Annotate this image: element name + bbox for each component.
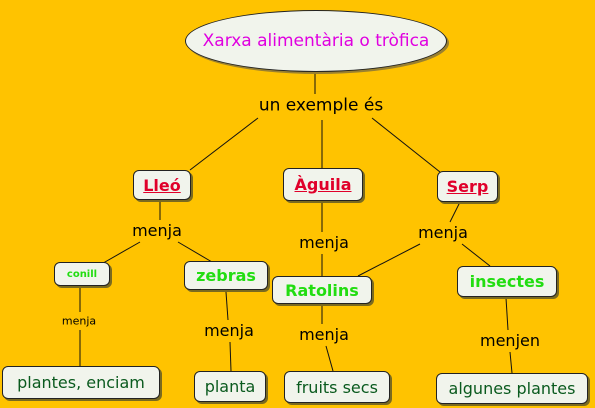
title-node[interactable]: Xarxa alimentària o tròfica [185, 10, 447, 72]
node-algunes-plantes[interactable]: algunes plantes [436, 373, 588, 404]
node-insectes[interactable]: insectes [457, 266, 557, 297]
link-label-ratolins-menja: menja [299, 325, 349, 344]
node-zebres[interactable]: zebras [184, 261, 268, 290]
node-fruits-secs[interactable]: fruits secs [284, 371, 390, 403]
node-ratolins-label: Ratolins [285, 280, 359, 300]
link-label-example: un exemple és [258, 95, 384, 116]
connector-line [229, 341, 232, 372]
node-conill-label: conill [66, 268, 98, 280]
node-zebres-label: zebras [196, 266, 256, 285]
node-conill[interactable]: conill [54, 262, 110, 286]
link-label-conill-menja: menja [61, 314, 97, 328]
connector-line [505, 297, 509, 331]
node-algunes-plantes-label: algunes plantes [448, 379, 576, 398]
connector-line [177, 241, 213, 263]
link-label-lleo-menja: menja [132, 221, 182, 240]
node-planta-label: planta [204, 377, 256, 396]
connector-line [325, 345, 334, 372]
node-aguila[interactable]: Àguila [283, 168, 363, 201]
node-lleo-label: Lleó [143, 175, 181, 195]
node-plantes-enciam[interactable]: plantes, enciam [2, 366, 160, 399]
link-label-aguila-menja: menja [299, 233, 349, 252]
node-planta[interactable]: planta [194, 371, 266, 402]
connector-line [225, 291, 229, 321]
connector-line [357, 243, 421, 277]
node-fruits-secs-label: fruits secs [296, 377, 378, 397]
connector-line [371, 117, 441, 173]
node-ratolins[interactable]: Ratolins [272, 276, 372, 304]
connector-line [449, 201, 461, 223]
node-lleo[interactable]: Lleó [133, 170, 191, 200]
connector-line [461, 243, 491, 267]
node-serp-label: Serp [446, 177, 489, 196]
link-label-insectes-menjen: menjen [480, 331, 540, 350]
node-aguila-label: Àguila [294, 175, 352, 194]
link-label-zebres-menja: menja [204, 321, 254, 340]
connector-line [509, 351, 513, 374]
node-insectes-label: insectes [469, 272, 545, 291]
node-serp[interactable]: Serp [437, 171, 498, 202]
link-label-serp-menja: menja [418, 223, 468, 242]
title-text: Xarxa alimentària o tròfica [202, 31, 430, 51]
connector-line [189, 117, 259, 171]
node-plantes-enciam-label: plantes, enciam [17, 373, 145, 392]
